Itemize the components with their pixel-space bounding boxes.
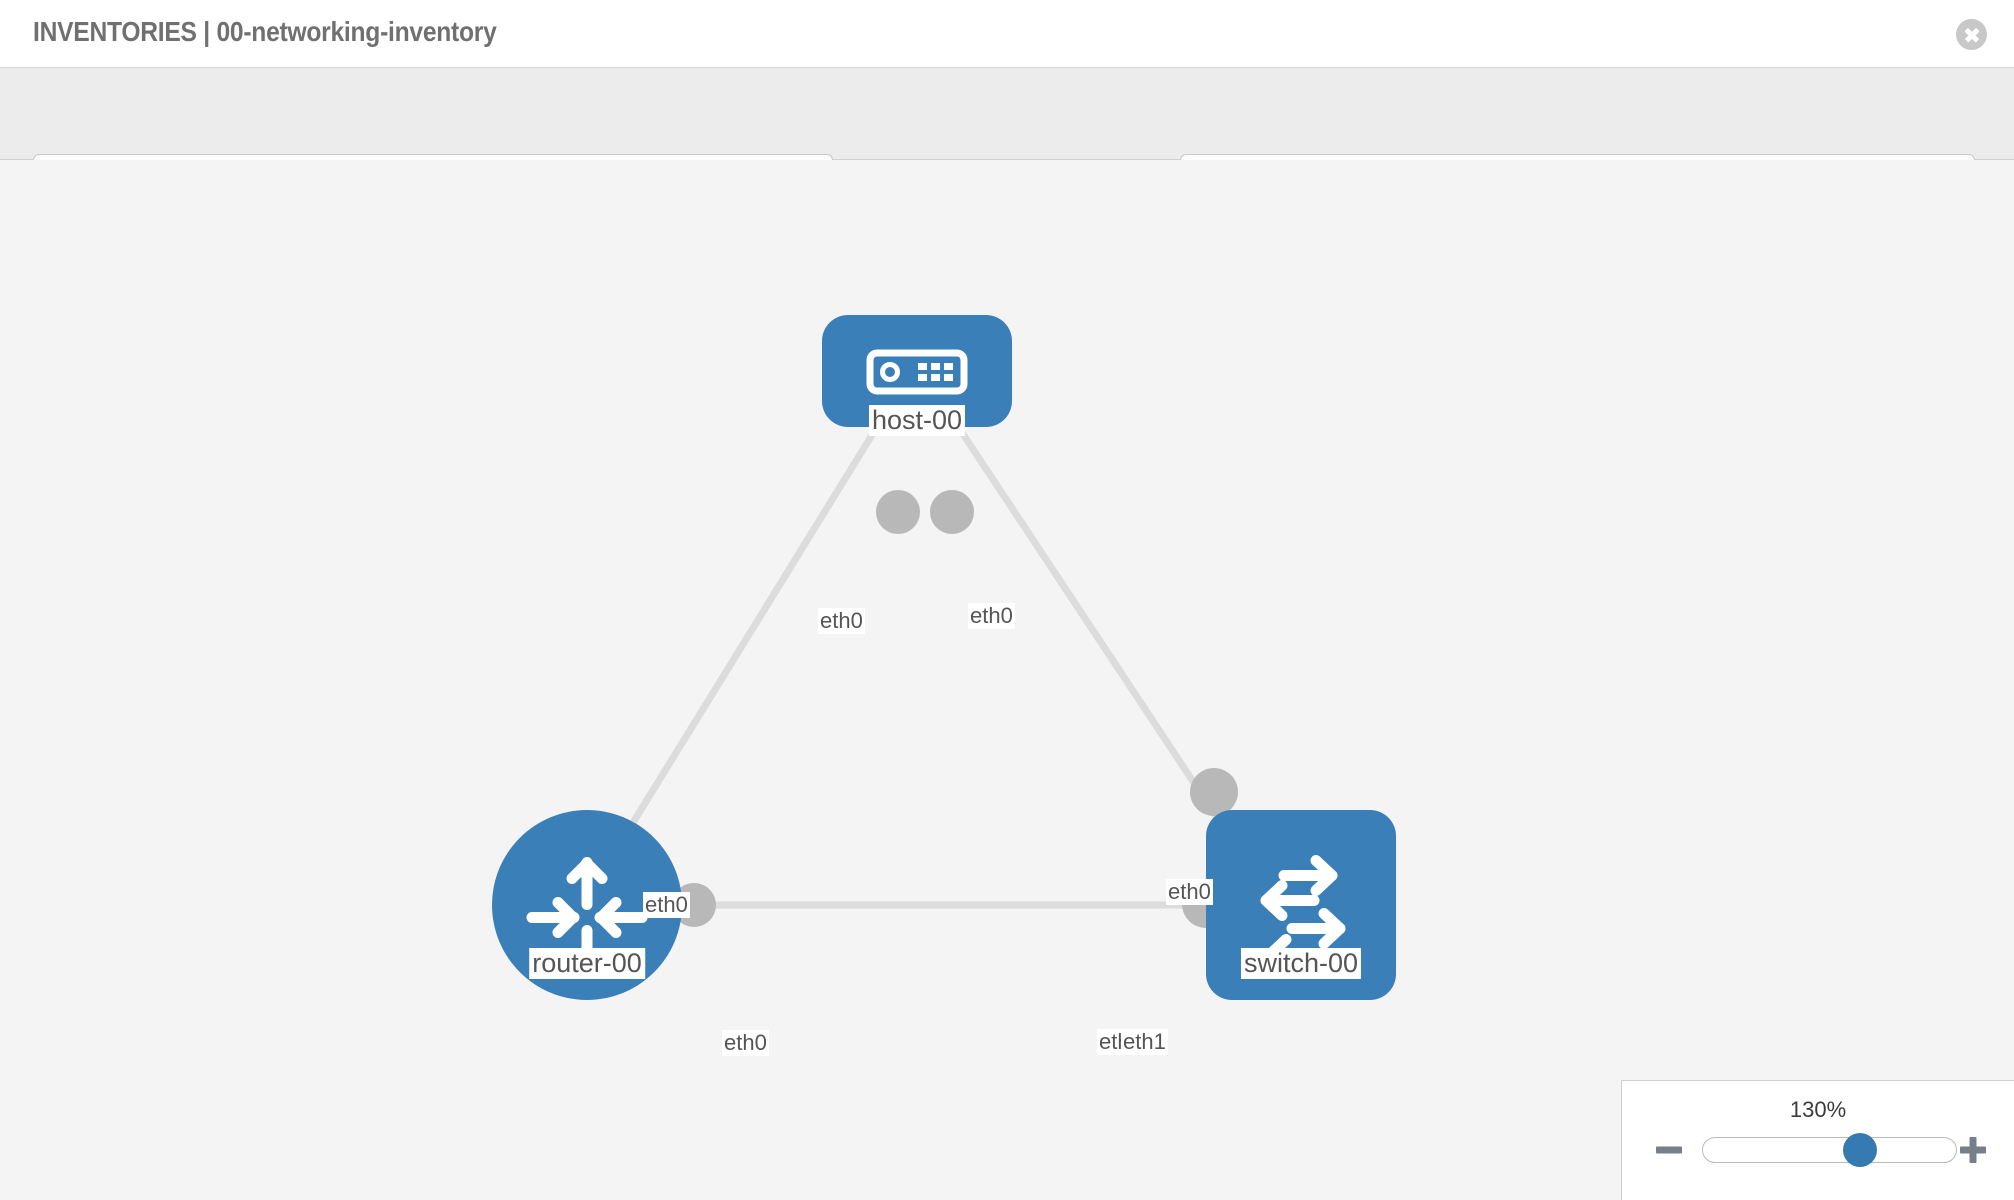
iface-label-router-right: eth0 <box>722 1030 769 1057</box>
page-header: INVENTORIES | 00-networking-inventory <box>0 0 2014 68</box>
port-host-left[interactable] <box>876 490 920 534</box>
iface-label-host-left: eth0 <box>818 608 865 635</box>
zoom-slider[interactable] <box>1702 1133 1957 1167</box>
link-host-router <box>607 420 883 862</box>
node-switch-00[interactable]: switch-00 <box>1206 810 1396 1025</box>
zoom-in-button[interactable] <box>1958 1135 1988 1165</box>
iface-label-router-up: eth0 <box>643 892 690 919</box>
iface-label-switch-left: eth1 <box>1121 1029 1168 1056</box>
toolbar: ACTIONS <box>0 68 2014 210</box>
node-label-switch-00: switch-00 <box>1240 948 1362 980</box>
iface-label-switch-up: eth0 <box>1166 879 1213 906</box>
iface-label-host-right: eth0 <box>968 603 1015 630</box>
zoom-slider-thumb[interactable] <box>1842 1133 1877 1167</box>
node-label-router-00: router-00 <box>529 948 645 980</box>
zoom-level-value: 130% <box>1789 1097 1847 1122</box>
zoom-control-panel: 130% <box>1621 1080 2014 1200</box>
topology-canvas[interactable]: host-00 <box>0 160 2014 1200</box>
port-switch-top-left[interactable] <box>1190 768 1238 816</box>
close-icon[interactable] <box>1956 19 1987 50</box>
page-title: INVENTORIES | 00-networking-inventory <box>33 16 497 47</box>
zoom-out-button[interactable] <box>1654 1135 1684 1165</box>
port-host-right[interactable] <box>930 490 974 534</box>
node-label-host-00: host-00 <box>868 405 966 437</box>
node-host-00[interactable]: host-00 <box>822 315 1012 505</box>
